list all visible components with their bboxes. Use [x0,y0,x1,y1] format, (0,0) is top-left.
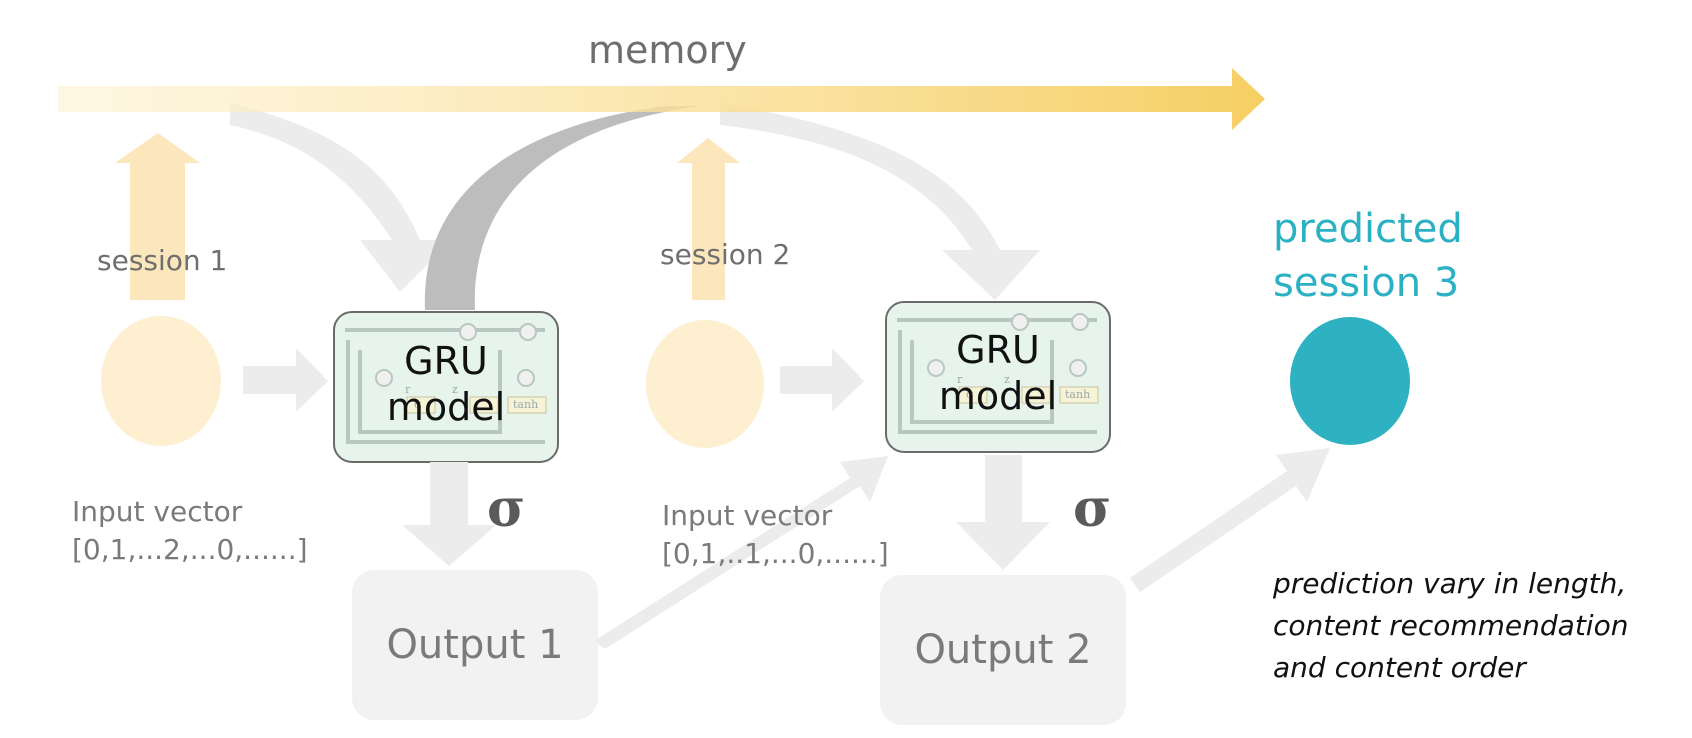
input-vector-2-label: Input vector [662,499,833,532]
gru2-tanh-label: tanh [1065,388,1091,401]
gru1-to-memory-arc [424,106,700,310]
gru2-sigma-label: σ [966,388,974,401]
gru2-label-line1: GRU [956,328,1040,372]
gru1-z-label: z [452,383,458,396]
output1-box [352,570,598,720]
gru2-label-line2: model [938,374,1058,418]
prediction-note-line2: content recommendation [1273,609,1629,642]
prediction-note: prediction vary in length, content recom… [1273,563,1628,689]
gru1-to-output1-arrow [402,462,496,566]
memory-to-gru1-arrow [230,103,452,292]
output2-to-prediction-arrow [1130,448,1330,592]
output2-box [880,575,1126,725]
output2-label: Output 2 [914,627,1092,673]
input-vector-1-label: Input vector [72,495,243,528]
gru2-z-label: z [1004,373,1010,386]
gru1-label-line1: GRU [404,339,488,383]
prediction-note-line1: prediction vary in length, [1273,567,1627,600]
gru1-sigma-label: σ [414,398,422,411]
session1-to-gru1-arrow [243,348,328,412]
gru1-label-line2: model [386,385,506,429]
gru2-label: GRU model [918,327,1078,419]
memory-arrow [58,68,1265,130]
gru1-r-label: r [405,383,411,396]
predicted-label-line1: predicted [1273,206,1463,252]
predicted-session-label: predicted session 3 [1273,202,1463,310]
session1-up-arrow [115,133,200,300]
sigma1-symbol: σ [487,478,526,539]
session2-up-arrow [677,138,740,300]
session2-label: session 2 [660,238,791,271]
input-vector-2: Input vector [0,1,..1,...0,......] [662,497,889,573]
session1-node [101,316,221,446]
input-vector-1: Input vector [0,1,...2,...0,......] [72,493,308,569]
gru2-box [885,301,1111,453]
predicted-session-node [1290,317,1410,445]
prediction-note-line3: and content order [1273,651,1526,684]
output1-to-gru2-arrow [594,456,888,649]
gru1-label: GRU model [366,338,526,430]
input-vector-2-value: [0,1,..1,...0,......] [662,537,889,570]
session1-label: session 1 [97,244,228,277]
gru1-tanh-label: tanh [513,398,539,411]
gru2-to-output2-arrow [956,455,1050,570]
output1-label: Output 1 [386,622,564,668]
session2-node [646,320,764,448]
sigma2-symbol: σ [1073,478,1112,539]
predicted-label-line2: session 3 [1273,260,1460,306]
gru2-r-label: r [957,373,963,386]
memory-to-gru2-arrow [720,103,1040,300]
memory-label: memory [588,28,747,72]
input-vector-1-value: [0,1,...2,...0,......] [72,533,308,566]
session2-to-gru2-arrow [780,348,864,412]
